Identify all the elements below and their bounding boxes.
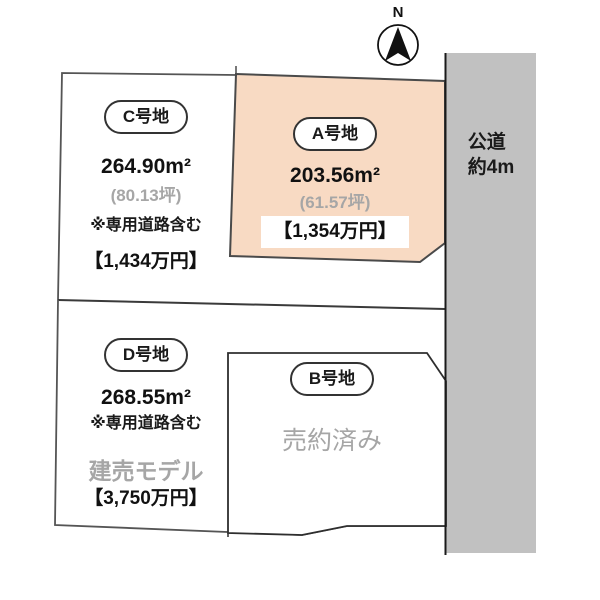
plot-d-note: ※専用道路含む [90, 415, 202, 432]
road-name: 公道 [467, 132, 506, 153]
plot-d-name-badge: D号地 [103, 338, 189, 372]
plot-b-name-badge: B号地 [289, 362, 375, 396]
plot-c-tsubo: (80.13坪) [110, 186, 182, 205]
plot-d-label-group: D号地 268.55m² ※専用道路含む 建売モデル 【3,750万円】 [56, 338, 236, 511]
plot-c-note: ※専用道路含む [90, 217, 202, 234]
road-label: 公道 約4m [446, 130, 536, 180]
road-area [446, 53, 536, 553]
plot-a-price: 【1,354万円】 [261, 216, 409, 248]
plot-b-status: 売約済み [281, 427, 382, 455]
plot-d-price: 【3,750万円】 [84, 488, 208, 509]
plot-b-label-group: B号地 売約済み [252, 362, 412, 456]
plot-a-label-group: A号地 203.56m² (61.57坪) 【1,354万円】 [255, 117, 415, 248]
plot-d-area: 268.55m² [101, 386, 191, 409]
plot-b-polygon [227, 352, 447, 536]
plot-c-name-badge: C号地 [103, 100, 189, 134]
plot-a-area: 203.56m² [290, 164, 380, 187]
plot-c-area: 264.90m² [101, 155, 191, 178]
plot-a-polygon [228, 72, 446, 264]
plot-d-model-label: 建売モデル [88, 458, 204, 484]
section-divider-line [57, 299, 446, 310]
plot-c-outline [57, 72, 238, 301]
compass-needle-icon [385, 27, 411, 61]
plot-a-name-badge: A号地 [292, 117, 378, 151]
plot-a-tsubo: (61.57坪) [299, 193, 371, 212]
compass-north-label: N [392, 4, 404, 21]
road-width-note: 約4m [467, 157, 515, 178]
plot-c-label-group: C号地 264.90m² (80.13坪) ※専用道路含む 【1,434万円】 [56, 100, 236, 274]
plot-c-price: 【1,434万円】 [84, 251, 208, 272]
